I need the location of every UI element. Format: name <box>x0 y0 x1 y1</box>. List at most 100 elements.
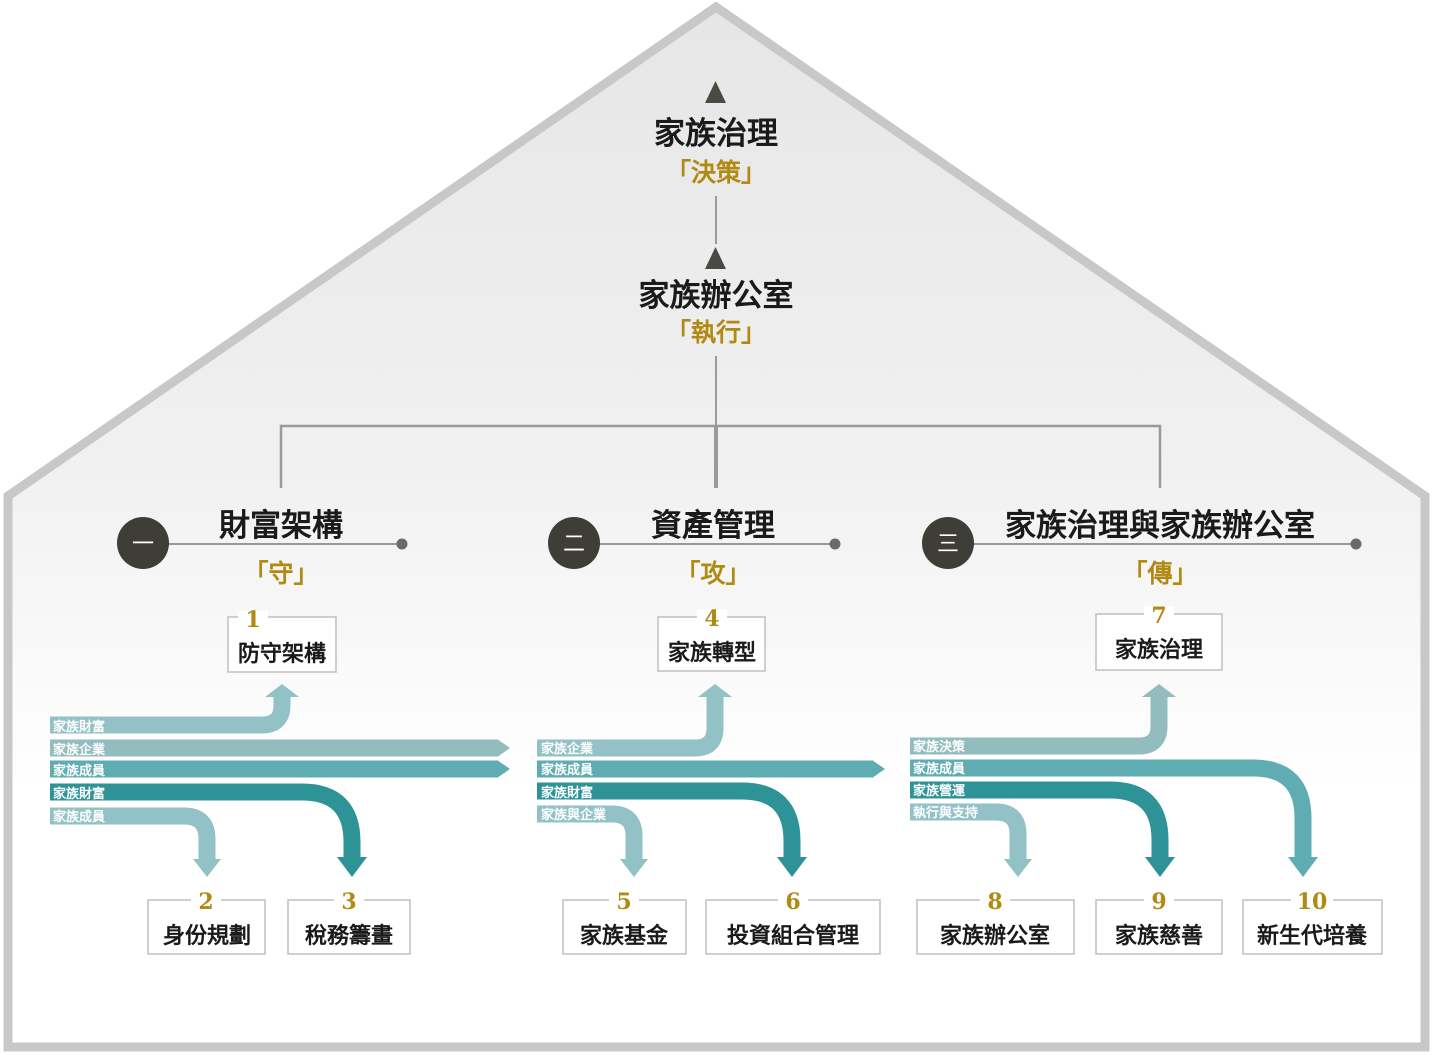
item-3-number: 3 <box>341 889 356 915</box>
item-2: 2 身份規劃 <box>147 889 266 955</box>
item-3-label: 稅務籌畫 <box>305 923 393 949</box>
up-arrow-icon <box>705 247 726 269</box>
flow-arrowhead <box>777 857 807 877</box>
item-box <box>287 899 411 955</box>
item-1: 1 防守架構 <box>227 607 337 673</box>
item-box <box>916 899 1075 955</box>
flow-label: 家族企業 <box>541 741 594 757</box>
item-8-number: 8 <box>987 889 1002 915</box>
item-9-label: 家族慈善 <box>1115 923 1203 949</box>
badge-circle <box>548 517 600 569</box>
pillar-1-title: 財富架構 <box>219 508 343 544</box>
number-notch <box>609 892 639 906</box>
pillar-2-subtitle: 「攻」 <box>675 559 750 588</box>
pillar-3-badge: 三 <box>937 532 959 557</box>
flow-label: 家族企業 <box>53 742 106 758</box>
flow-arrowhead <box>497 739 510 757</box>
flow-arrowhead <box>497 760 510 778</box>
bullet-dot <box>1350 538 1362 550</box>
number-notch <box>1144 892 1174 906</box>
item-4-label: 家族轉型 <box>668 640 756 666</box>
flow-label: 家族決策 <box>913 739 966 755</box>
middle-title: 家族辦公室 <box>639 278 794 314</box>
item-10: 10 新生代培養 <box>1242 889 1383 955</box>
number-notch <box>1144 606 1174 620</box>
flow-arrowhead <box>337 857 367 877</box>
flow-arrow <box>537 696 724 757</box>
middle-subtitle: 「執行」 <box>666 318 766 347</box>
flow-arrow <box>537 805 643 860</box>
pillar-3-header: 三 家族治理與家族辦公室 「傳」 <box>922 508 1362 588</box>
pillar-2-header: 二 資產管理 「攻」 <box>548 508 841 588</box>
pillar-2-flows <box>537 684 885 877</box>
flow-arrow <box>537 782 801 858</box>
item-10-label: 新生代培養 <box>1257 923 1367 949</box>
flow-label: 家族財富 <box>541 785 593 801</box>
flow-label: 家族財富 <box>53 786 105 802</box>
flow-arrow <box>910 759 1312 858</box>
item-box <box>705 899 881 955</box>
item-4: 4 家族轉型 <box>657 606 766 672</box>
bullet-dot <box>396 538 408 550</box>
item-6-number: 6 <box>785 889 800 915</box>
item-1-label: 防守架構 <box>238 641 326 667</box>
number-notch <box>1291 892 1333 906</box>
flow-arrowhead <box>193 859 221 877</box>
item-7-number: 7 <box>1151 603 1166 629</box>
pillar-1-header: 一 財富架構 「守」 <box>117 508 408 588</box>
pillar-2-title: 資產管理 <box>651 508 775 544</box>
bullet-dot <box>829 538 841 550</box>
item-9-number: 9 <box>1151 889 1166 915</box>
pillar-3-flows <box>910 684 1318 877</box>
item-8-label: 家族辦公室 <box>940 923 1050 949</box>
item-1-number: 1 <box>245 607 260 633</box>
flow-arrowhead <box>1288 857 1318 877</box>
item-7-label: 家族治理 <box>1115 637 1203 663</box>
flow-arrowhead <box>1142 684 1176 697</box>
flow-arrowhead <box>265 684 299 697</box>
number-notch <box>778 892 808 906</box>
flow-arrow <box>50 807 216 860</box>
top-title: 家族治理 <box>654 116 778 152</box>
item-3: 3 稅務籌畫 <box>287 889 411 955</box>
item-box <box>562 899 687 955</box>
number-notch <box>191 892 221 906</box>
item-5-label: 家族基金 <box>580 923 669 949</box>
flow-arrowhead <box>620 859 648 877</box>
flow-label: 家族與企業 <box>541 807 607 823</box>
flow-label: 家族財富 <box>53 719 105 735</box>
item-2-label: 身份規劃 <box>163 923 251 949</box>
flow-label: 家族營運 <box>913 783 965 799</box>
flow-label: 家族成員 <box>541 762 593 778</box>
item-box <box>1095 613 1223 671</box>
tree-connectors <box>279 356 1162 488</box>
flow-arrow <box>50 783 361 858</box>
flow-arrowhead <box>1004 859 1032 877</box>
item-2-number: 2 <box>198 889 213 915</box>
flow-arrowhead <box>872 760 885 778</box>
pillar-2-badge: 二 <box>563 532 585 557</box>
flow-arrowhead <box>698 684 732 697</box>
item-6-label: 投資組合管理 <box>727 923 859 949</box>
flow-label: 執行與支持 <box>913 805 978 821</box>
number-notch <box>238 611 268 625</box>
pillar-3-subtitle: 「傳」 <box>1122 559 1197 588</box>
pillar-1-badge: 一 <box>132 532 154 557</box>
item-5: 5 家族基金 <box>562 889 687 955</box>
top-subtitle: 「決策」 <box>666 158 766 187</box>
flow-arrow <box>910 803 1027 860</box>
flow-arrow <box>50 696 291 734</box>
badge-circle <box>117 517 169 569</box>
item-6: 6 投資組合管理 <box>705 889 881 955</box>
item-4-number: 4 <box>704 606 719 632</box>
flow-label: 家族成員 <box>913 761 965 777</box>
up-arrow-icon <box>705 81 726 103</box>
item-box <box>1095 899 1223 955</box>
number-notch <box>697 609 727 623</box>
pillar-1-subtitle: 「守」 <box>243 559 318 588</box>
number-notch <box>980 892 1010 906</box>
flow-arrow <box>910 781 1169 858</box>
number-notch <box>334 892 364 906</box>
item-7: 7 家族治理 <box>1095 603 1223 671</box>
